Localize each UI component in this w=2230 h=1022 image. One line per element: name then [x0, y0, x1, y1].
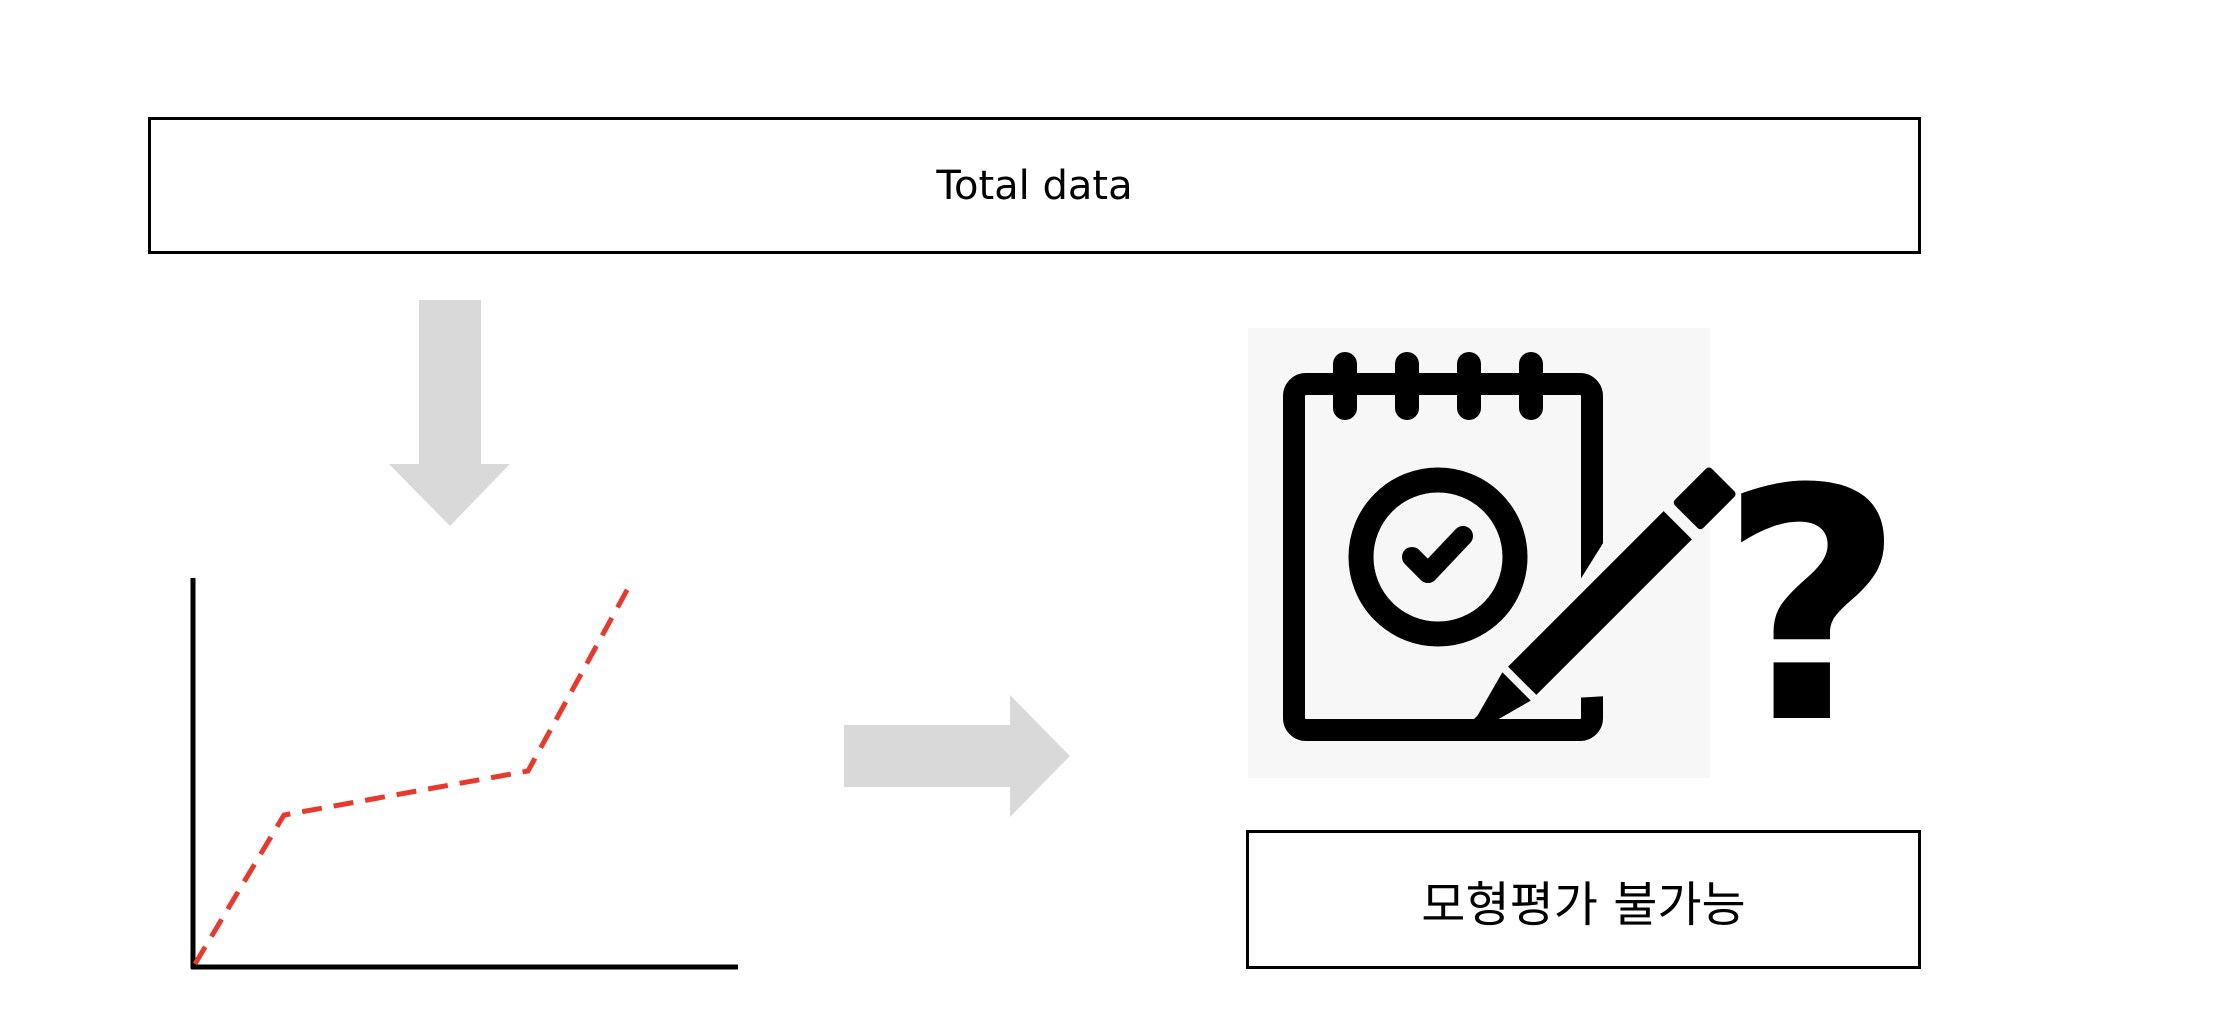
notepad-check-pencil-icon	[1248, 328, 1736, 778]
result-label: 모형평가 불가능	[1421, 876, 1746, 933]
question-mark: ?	[1719, 422, 1905, 794]
dashed-trend-line	[192, 579, 635, 966]
total-data-label: Total data	[936, 162, 1133, 209]
arrow-down-icon	[389, 300, 510, 526]
total-data-box: Total data	[148, 117, 1921, 254]
arrow-right-icon	[844, 695, 1070, 817]
model-evaluation-impossible-box: 모형평가 불가능	[1246, 830, 1921, 969]
curve-graph	[190, 578, 738, 970]
